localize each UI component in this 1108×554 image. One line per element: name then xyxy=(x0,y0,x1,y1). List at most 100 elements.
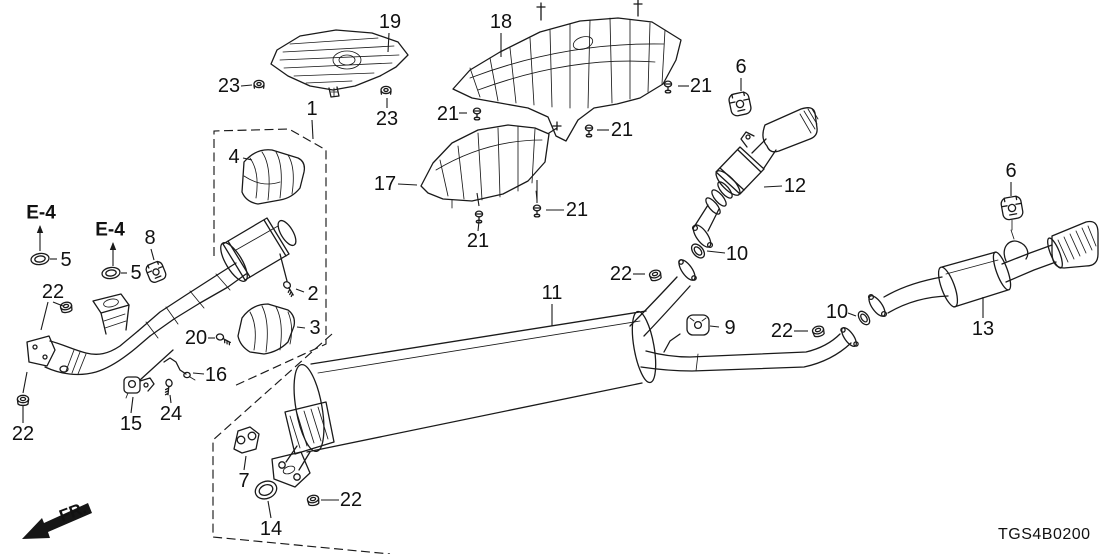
center-pipe-12 xyxy=(690,108,818,250)
bolt-24 xyxy=(161,378,176,396)
leader-line-22 xyxy=(53,302,63,306)
callout-22-24: 22 xyxy=(610,263,632,285)
mount-6a xyxy=(727,90,753,118)
leader-line-23 xyxy=(241,85,252,86)
mount-9 xyxy=(687,315,709,335)
callout-24-20: 24 xyxy=(160,403,182,425)
diagram-code: TGS4B0200 xyxy=(998,526,1091,543)
fr-label: FR. xyxy=(57,498,89,526)
callout-19-0: 19 xyxy=(379,11,401,33)
converter-shield-3 xyxy=(238,304,294,354)
rear-muffler-13 xyxy=(866,220,1098,319)
bolt-2 xyxy=(279,279,299,298)
leader-line-22 xyxy=(41,302,48,330)
gasket-5a xyxy=(30,252,49,265)
leader-line-16 xyxy=(193,373,204,374)
stay-bracket-16 xyxy=(164,358,195,380)
nut-22d xyxy=(647,268,663,283)
leader-line-12 xyxy=(764,186,782,187)
callout-17-13: 17 xyxy=(374,173,396,195)
callout-6-10: 6 xyxy=(1005,160,1016,182)
callout-21-8: 21 xyxy=(467,230,489,252)
ref-arrowhead-0 xyxy=(36,225,44,233)
callout-14-31: 14 xyxy=(260,518,282,540)
callout-9-28: 9 xyxy=(724,317,735,339)
gasket-14 xyxy=(253,478,280,502)
leader-line-2 xyxy=(296,289,304,292)
gasket-10a xyxy=(689,242,707,261)
nut-22b-link xyxy=(23,372,27,393)
mount-bracket-7 xyxy=(234,427,259,453)
leader-line-1 xyxy=(312,120,313,139)
ref-arrowhead-1 xyxy=(109,242,117,250)
mount-8 xyxy=(144,259,168,285)
leader-line-8 xyxy=(151,249,154,260)
callout-22-21: 22 xyxy=(42,281,64,303)
callout-4-12: 4 xyxy=(228,146,239,168)
callout-23-3: 23 xyxy=(376,108,398,130)
ref-arrow-layer: E-4E-4 xyxy=(26,203,125,267)
mount-bracket-15 xyxy=(124,377,154,398)
callout-7-32: 7 xyxy=(238,470,249,492)
callout-22-25: 22 xyxy=(771,320,793,342)
grommet-23a xyxy=(253,79,265,89)
nut-22e xyxy=(810,324,826,339)
bolt-20 xyxy=(214,332,232,346)
clip-21b xyxy=(663,80,673,94)
callout-18-1: 18 xyxy=(490,11,512,33)
callout-21-6: 21 xyxy=(611,119,633,141)
callout-1-11: 1 xyxy=(306,98,317,120)
fr-direction-arrow: FR. xyxy=(22,498,92,539)
clip-21c xyxy=(584,124,594,138)
nut-22a xyxy=(59,300,74,315)
leader-line-7 xyxy=(244,456,246,470)
ref-label-E-4-1: E-4 xyxy=(95,220,125,241)
callout-6-9: 6 xyxy=(735,56,746,78)
callout-11-29: 11 xyxy=(542,282,563,304)
callout-10-26: 10 xyxy=(726,243,748,265)
callout-5-34: 5 xyxy=(130,262,141,284)
callout-15-19: 15 xyxy=(120,413,142,435)
grommet-23b xyxy=(380,85,392,95)
leader-line-14 xyxy=(268,501,271,518)
ref-label-E-4-0: E-4 xyxy=(26,203,56,224)
callout-22-23: 22 xyxy=(340,489,362,511)
callout-3-16: 3 xyxy=(309,317,320,339)
callout-21-4: 21 xyxy=(437,103,459,125)
leader-line-21 xyxy=(478,221,479,231)
clip-21a xyxy=(472,107,482,121)
leader-line-17 xyxy=(398,184,417,185)
clip-connector-lines xyxy=(477,180,537,206)
heat-shield-18 xyxy=(453,0,681,141)
clip-21d xyxy=(532,204,542,218)
heat-shield-17 xyxy=(421,122,561,208)
leader-line-10 xyxy=(848,313,856,316)
callout-23-2: 23 xyxy=(218,75,240,97)
callout-20-17: 20 xyxy=(185,327,207,349)
callout-21-5: 21 xyxy=(690,75,712,97)
callout-21-7: 21 xyxy=(566,199,588,221)
assembly-box-part11 xyxy=(213,334,390,554)
nut-22b xyxy=(16,394,30,407)
callout-12-14: 12 xyxy=(784,175,806,197)
callout-16-18: 16 xyxy=(205,364,227,386)
leader-line-4 xyxy=(243,158,252,160)
callout-13-30: 13 xyxy=(972,318,994,340)
nut-22c xyxy=(306,493,321,507)
callout-22-22: 22 xyxy=(12,423,34,445)
leader-line-24 xyxy=(170,395,171,403)
converter-shield-4 xyxy=(242,150,304,204)
front-pipe-assembly xyxy=(27,218,299,380)
leader-line-3 xyxy=(297,327,305,328)
leader-line-15 xyxy=(131,397,133,413)
callout-10-27: 10 xyxy=(826,301,848,323)
mount-6b xyxy=(999,194,1025,222)
heat-shield-19 xyxy=(271,30,408,97)
callout-8-35: 8 xyxy=(144,227,155,249)
callout-5-33: 5 xyxy=(60,249,71,271)
leader-line-9 xyxy=(710,326,719,327)
assembly-box-part1 xyxy=(214,129,326,387)
callout-layer: 19 18 23 23 21 21 21 21 21 6 6 14 17 1 22 3 20 16 15 24 22 22… xyxy=(12,11,1017,540)
gasket-5b xyxy=(101,266,120,279)
